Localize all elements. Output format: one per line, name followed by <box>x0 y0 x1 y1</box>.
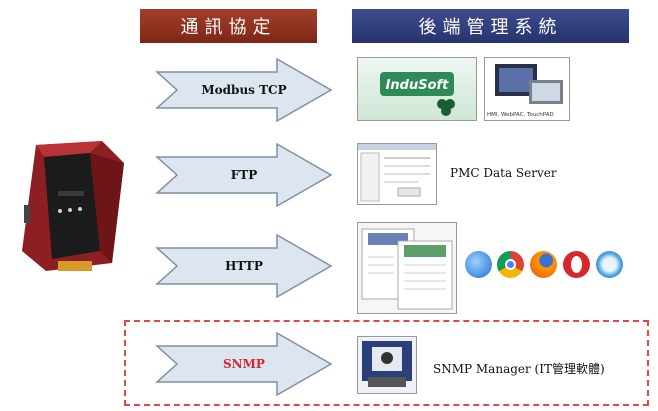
safari-icon <box>596 251 623 278</box>
firefox-icon <box>530 251 557 278</box>
web-page-screenshot <box>357 222 457 314</box>
indusoft-logo: InduSoft <box>357 57 477 121</box>
protocol-label: FTP <box>230 168 258 182</box>
protocol-label: Modbus TCP <box>201 83 287 97</box>
pmc-data-server-screenshot <box>357 143 437 205</box>
arrow-http: HTTP <box>155 233 333 299</box>
arrow-modbus-tcp: Modbus TCP <box>155 57 333 123</box>
snmp-highlight-box <box>124 320 649 406</box>
arrow-snmp: SNMP <box>155 331 333 397</box>
opera-icon <box>563 251 590 278</box>
indusoft-text: InduSoft <box>386 78 450 93</box>
chrome-icon <box>497 251 524 278</box>
arrow-ftp: FTP <box>155 142 333 208</box>
protocol-header: 通訊協定 <box>140 9 317 43</box>
snmp-manager-label: SNMP Manager (IT管理軟體) <box>433 362 605 376</box>
protocol-label: HTTP <box>225 259 263 273</box>
ie-icon <box>465 251 492 278</box>
protocol-label: SNMP <box>223 357 265 371</box>
hmi-devices-image: HMI, WebPAC, TouchPAD <box>484 57 570 121</box>
device-image <box>22 141 124 271</box>
hmi-caption: HMI, WebPAC, TouchPAD <box>487 112 554 118</box>
snmp-manager-icon <box>357 336 417 394</box>
backend-header: 後端管理系統 <box>352 9 629 43</box>
pmc-data-server-label: PMC Data Server <box>450 166 557 180</box>
